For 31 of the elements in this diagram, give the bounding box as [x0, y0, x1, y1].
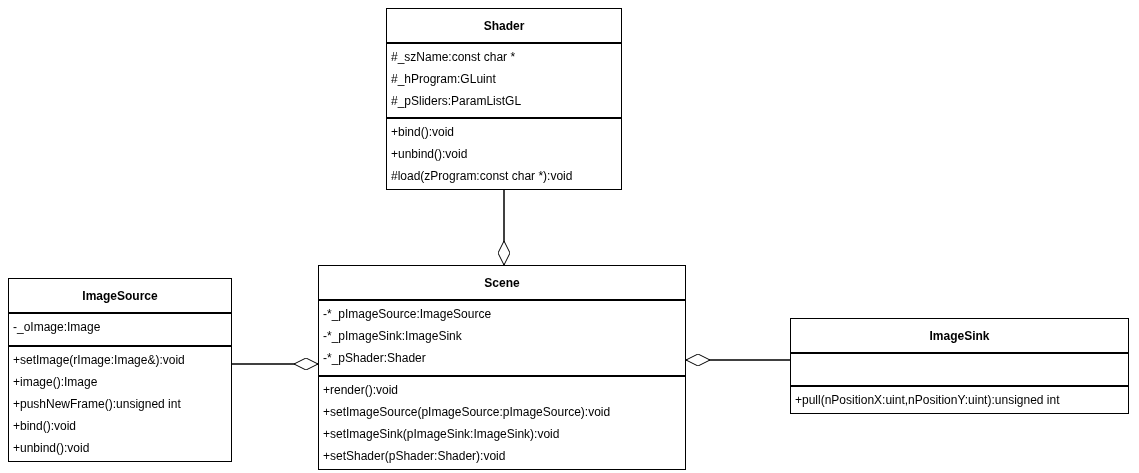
method-text: #load(zProgram:const char *):void: [391, 168, 573, 185]
attribute-text: #_pSliders:ParamListGL: [391, 93, 522, 110]
method-text: +unbind():void: [391, 146, 468, 163]
attribute-text: -_oImage:Image: [13, 319, 101, 336]
method-text: +unbind():void: [13, 440, 90, 457]
class-name: Scene: [484, 275, 520, 292]
class-box: [8, 278, 232, 462]
method-text: +bind():void: [13, 418, 77, 435]
attribute-text: #_hProgram:GLuint: [391, 71, 496, 88]
class-name: Shader: [483, 18, 525, 35]
class-box: [790, 318, 1129, 414]
method-text: +setImage(rImage:Image&):void: [13, 352, 185, 369]
method-text: +setImageSource(pImageSource:pImageSource):void: [323, 404, 611, 421]
attribute-text: -*_pImageSource:ImageSource: [323, 306, 492, 323]
aggregation-line: [685, 353, 791, 367]
method-text: +pushNewFrame():unsigned int: [13, 396, 181, 413]
aggregation-line: [497, 189, 511, 266]
method-text: +image():Image: [13, 374, 98, 391]
attribute-text: #_szName:const char *: [391, 49, 516, 66]
class-name: ImageSink: [929, 328, 990, 345]
method-text: +setImageSink(pImageSink:ImageSink):void: [323, 426, 560, 443]
attribute-text: -*_pImageSink:ImageSink: [323, 328, 462, 345]
aggregation-line: [231, 357, 319, 371]
method-text: +pull(nPositionX:uint,nPositionY:uint):unsigned int: [795, 392, 1060, 409]
class-box: [386, 8, 622, 190]
method-text: +bind():void: [391, 124, 455, 141]
class-name: ImageSource: [82, 288, 158, 305]
method-text: +setShader(pShader:Shader):void: [323, 448, 506, 465]
attribute-text: -*_pShader:Shader: [323, 350, 426, 367]
class-box: [318, 265, 686, 470]
method-text: +render():void: [323, 382, 399, 399]
